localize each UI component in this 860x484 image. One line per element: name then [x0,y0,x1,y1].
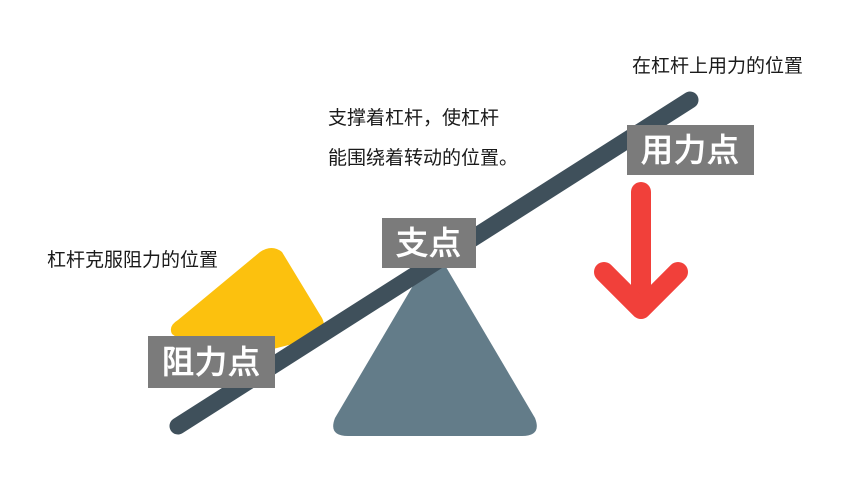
fulcrum-description-line2: 能围绕着转动的位置。 [328,147,519,169]
resistance-point-label: 阻力点 [148,336,275,388]
effort-point-description: 在杠杆上用力的位置 [632,55,804,77]
resistance-point-description: 杠杆克服阻力的位置 [47,249,219,271]
load-block [170,248,324,363]
fulcrum-triangle [333,261,537,436]
fulcrum-label: 支点 [382,218,476,268]
effort-point-label: 用力点 [627,125,754,175]
effort-arrow [594,182,688,319]
fulcrum-description-line1: 支撑着杠杆，使杠杆 [328,107,500,129]
